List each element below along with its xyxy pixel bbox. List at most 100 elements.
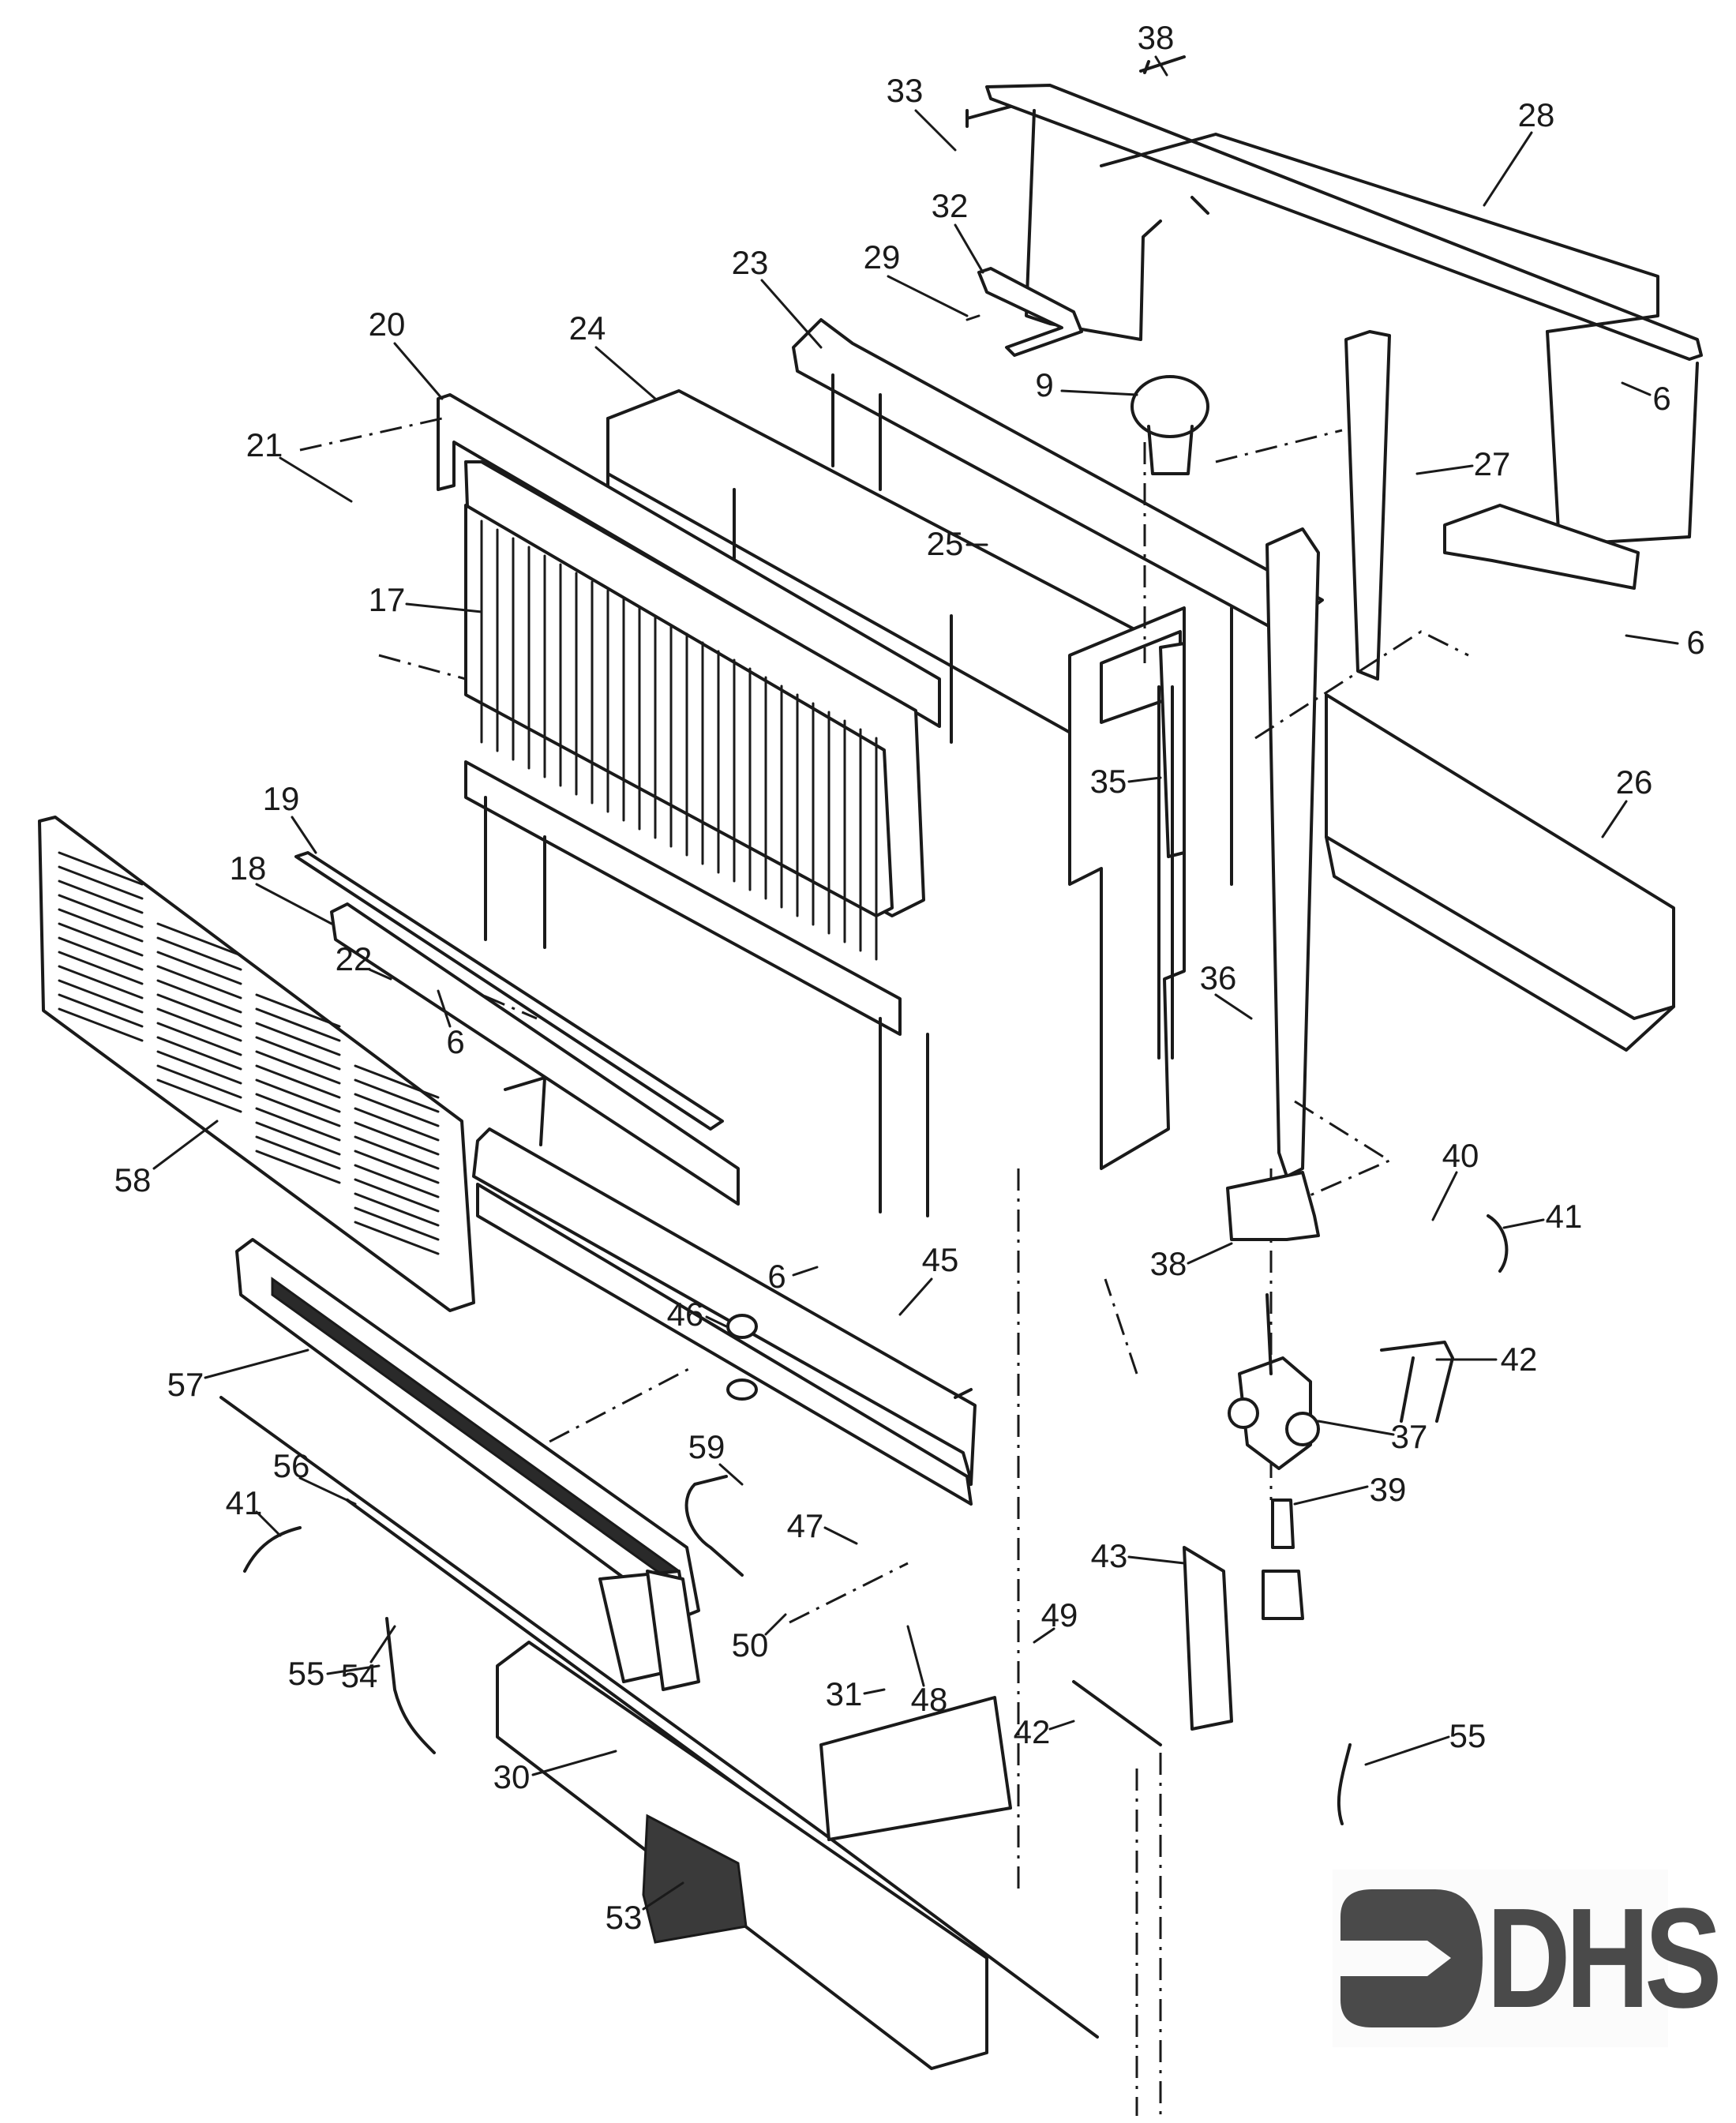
grille-slat [255,1078,341,1113]
part-18-19-trim-strips [294,851,740,1206]
grille-slat [58,993,144,1028]
grille-slat [58,851,144,886]
part-label-35[interactable]: 35 [1089,763,1127,800]
grille-slat [255,1135,341,1170]
part-label-56[interactable]: 56 [272,1447,310,1484]
part-label-41[interactable]: 41 [1545,1198,1583,1235]
part-label-46[interactable]: 46 [666,1296,704,1333]
part-label-49[interactable]: 49 [1040,1596,1078,1634]
grille-slat [58,951,144,985]
grille-slat [255,993,341,1028]
grille-slat [255,1107,341,1142]
grille-slat [156,951,242,985]
grille-slat [58,908,144,943]
part-label-6[interactable]: 6 [767,1258,786,1295]
part-label-18[interactable]: 18 [229,850,267,887]
part-label-29[interactable]: 29 [863,238,901,276]
part-label-43[interactable]: 43 [1090,1537,1128,1574]
part-label-54[interactable]: 54 [340,1657,378,1694]
grille-slat [354,1078,440,1113]
grille-slat [255,1150,341,1184]
grille-slat [58,965,144,1000]
part-29-screw [965,314,980,321]
part-label-42[interactable]: 42 [1013,1713,1051,1750]
part-59-pilot-tube [684,1475,744,1577]
part-label-20[interactable]: 20 [368,306,406,343]
part-label-36[interactable]: 36 [1199,959,1237,996]
grille-slat [58,880,144,914]
part-label-37[interactable]: 37 [1390,1418,1428,1455]
part-53-screen [642,1814,748,1944]
grille-slat [255,1064,341,1099]
part-label-24[interactable]: 24 [568,309,606,347]
part-label-6[interactable]: 6 [446,1023,465,1060]
part-label-17[interactable]: 17 [368,581,406,618]
part-33-screw [965,105,1012,128]
part-35-control-rod [1157,685,1174,1060]
grille-slat [255,1022,341,1056]
part-label-6[interactable]: 6 [1652,380,1671,417]
part-23-top-panel [792,318,1324,886]
part-label-55[interactable]: 55 [287,1655,325,1692]
grille-slat [156,922,242,957]
part-label-55[interactable]: 55 [1449,1717,1487,1754]
grille-slat [156,1036,242,1071]
part-label-31[interactable]: 31 [825,1675,863,1712]
grille-slat [156,1064,242,1099]
part-41-wire-left [243,1526,302,1573]
part-label-23[interactable]: 23 [731,244,769,281]
grille-slat [156,979,242,1014]
grille-slat [156,1022,242,1056]
part-label-39[interactable]: 39 [1369,1471,1407,1508]
dhs-logo-text: DHS [1487,1879,1723,2038]
part-57-burner [235,1238,700,1691]
part-label-50[interactable]: 50 [731,1626,769,1664]
part-label-27[interactable]: 27 [1473,445,1511,482]
grille-slat [255,1121,341,1156]
part-26-channel [1325,693,1675,1052]
grille-slat [58,894,144,928]
part-label-57[interactable]: 57 [167,1366,204,1403]
part-label-47[interactable]: 47 [786,1507,824,1544]
part-28-top-rail [985,84,1703,546]
grille-slat [58,922,144,957]
part-label-38[interactable]: 38 [1149,1245,1187,1282]
part-label-58[interactable]: 58 [114,1161,152,1198]
part-label-6[interactable]: 6 [1686,624,1705,661]
part-label-42[interactable]: 42 [1500,1341,1538,1378]
part-30-burner-tray [219,1396,1099,2070]
grille-slat [156,993,242,1028]
part-label-21[interactable]: 21 [246,426,283,463]
part-label-28[interactable]: 28 [1517,96,1555,133]
grille-slat [156,936,242,971]
part-label-22[interactable]: 22 [335,940,373,977]
part-label-40[interactable]: 40 [1442,1137,1479,1174]
part-label-32[interactable]: 32 [931,187,969,224]
part-label-30[interactable]: 30 [493,1758,531,1795]
part-45-base-tray [472,1076,977,1506]
part-label-9[interactable]: 9 [1035,366,1054,403]
grille-slat [156,1007,242,1042]
grille-slat [58,1007,144,1042]
part-label-48[interactable]: 48 [910,1681,948,1718]
part-55-thermocouple-right [1337,1743,1352,1825]
leader-lines [152,55,1679,1911]
part-label-19[interactable]: 19 [262,780,300,817]
part-label-53[interactable]: 53 [605,1899,643,1936]
grille-slat [255,1050,341,1085]
part-label-25[interactable]: 25 [926,525,964,562]
grille-slat [354,1206,440,1241]
part-label-33[interactable]: 33 [886,72,924,109]
grille-slat [354,1150,440,1184]
part-label-26[interactable]: 26 [1615,763,1653,801]
part-55-thermocouple-left [385,1617,436,1754]
part-43-valve-bracket [1183,1546,1233,1731]
part-label-45[interactable]: 45 [921,1241,959,1278]
part-label-38[interactable]: 38 [1137,19,1175,56]
part-label-59[interactable]: 59 [688,1428,726,1465]
part-label-41[interactable]: 41 [225,1484,263,1521]
part-41-wire-right [1487,1214,1509,1273]
dhs-logo: DHS [1333,1870,1723,2047]
grille-slat [354,1064,440,1099]
grille-slat [255,1007,341,1042]
